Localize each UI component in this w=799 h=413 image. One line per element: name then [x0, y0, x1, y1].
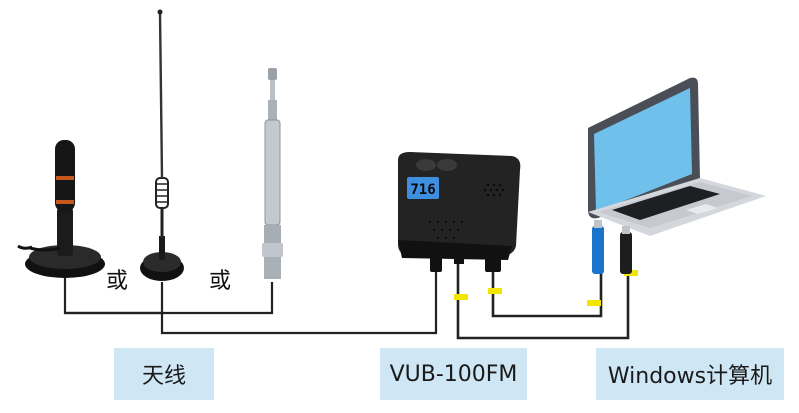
- usb-plug-black: [620, 226, 632, 274]
- telescopic-antenna: [262, 68, 283, 279]
- receiver-device: 716: [398, 152, 521, 272]
- lcd-display: [407, 177, 439, 199]
- or-word-1: 或: [106, 269, 128, 294]
- magnetic-stub-antenna: [17, 140, 105, 278]
- cable-tag: [488, 288, 502, 294]
- laptop-screen: [594, 88, 692, 212]
- laptop: [588, 77, 766, 236]
- antenna-label: 天线: [114, 348, 214, 400]
- computer-label: Windows计算机: [596, 348, 784, 400]
- cable-tag: [587, 300, 601, 306]
- usb-port-plug: [485, 250, 501, 272]
- whip-antenna: [140, 9, 184, 281]
- cable-tag: [454, 294, 468, 300]
- antenna-port-plug: [430, 252, 442, 272]
- or-word-2: 或: [209, 269, 231, 294]
- usb-port-plug: [454, 250, 464, 264]
- usb-adapter-blue: [592, 220, 604, 274]
- lcd-display-value: 716: [410, 182, 435, 198]
- device-label: VUB-100FM: [380, 348, 527, 400]
- antenna-cables: [63, 272, 438, 335]
